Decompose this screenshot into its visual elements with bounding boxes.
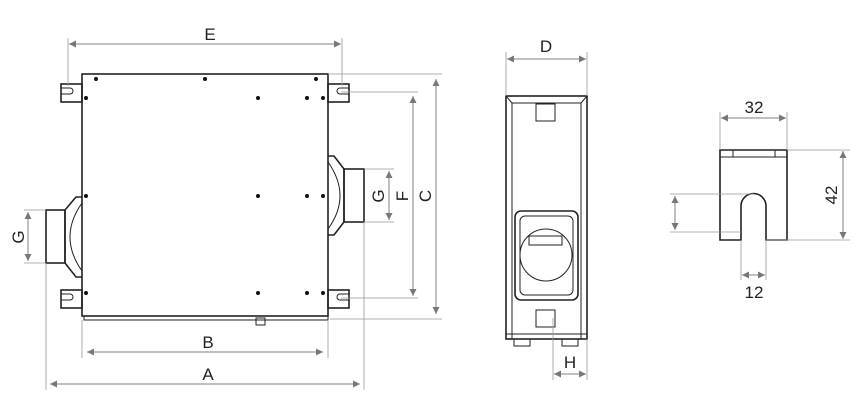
- dimension-F: F: [341, 91, 418, 299]
- label-F: F: [393, 191, 412, 201]
- dimension-32: 32: [719, 98, 788, 150]
- dimension-12: 12: [740, 240, 767, 302]
- mounting-bracket-top-left: [60, 83, 83, 103]
- mounting-bracket-bottom-left: [60, 289, 83, 309]
- dimension-slot-depth: [670, 193, 754, 233]
- dimension-B: B: [81, 320, 329, 358]
- label-C: C: [416, 190, 435, 202]
- dimension-D: D: [505, 37, 588, 96]
- dimension-H: H: [552, 318, 588, 380]
- label-12: 12: [745, 283, 764, 302]
- side-view: D H: [505, 37, 588, 380]
- side-bracket-top: [535, 103, 556, 122]
- bracket-outline: [719, 149, 788, 241]
- bottom-rail: [83, 315, 329, 321]
- bracket-detail: 32 42 12: [670, 98, 850, 302]
- mounting-bracket-top-right: [327, 83, 350, 103]
- label-H: H: [564, 353, 576, 372]
- label-32: 32: [745, 98, 764, 117]
- duct-connection-right: [327, 155, 365, 236]
- foot-right: [561, 338, 579, 347]
- mounting-bracket-bottom-right: [327, 289, 350, 309]
- label-G-right: G: [369, 189, 388, 202]
- side-body: [505, 95, 588, 340]
- duct-connection-left: [45, 196, 83, 278]
- duct-flange: [514, 210, 579, 301]
- label-42: 42: [822, 186, 841, 205]
- unit-body: [81, 73, 329, 317]
- foot-left: [513, 338, 531, 347]
- dimension-G-left: G: [9, 209, 46, 264]
- screw-dots: [84, 77, 325, 295]
- drain-fitting: [255, 317, 266, 326]
- label-B: B: [202, 333, 213, 352]
- label-G-left: G: [9, 230, 28, 243]
- dimension-G-right: G: [364, 168, 394, 223]
- duct-opening: [519, 228, 573, 282]
- label-A: A: [202, 365, 214, 384]
- dimension-A: A: [45, 222, 365, 390]
- dimension-C: C: [328, 73, 442, 320]
- dimension-42: 42: [766, 149, 850, 241]
- dimension-E: E: [67, 25, 343, 86]
- label-D: D: [540, 37, 552, 56]
- side-bracket-bottom: [535, 309, 556, 328]
- label-E: E: [204, 25, 215, 44]
- front-view: E B A C F G G: [9, 25, 442, 390]
